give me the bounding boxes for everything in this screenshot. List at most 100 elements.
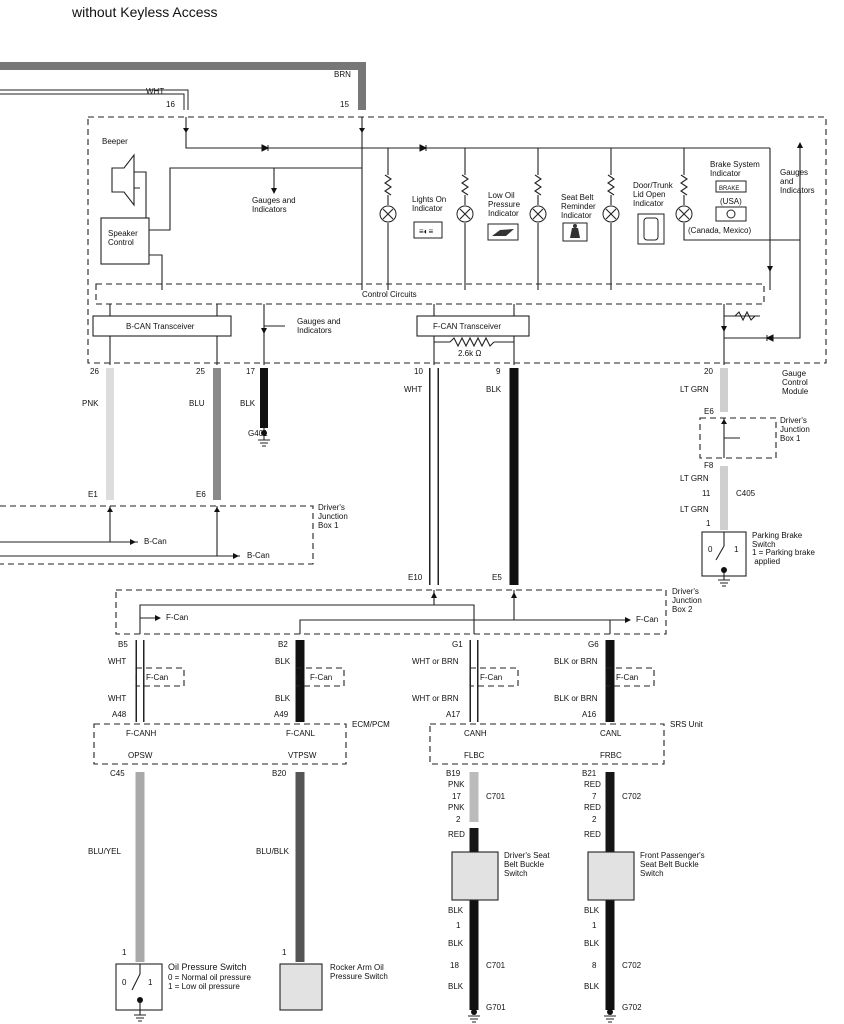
branch-b5-wire2: WHT	[108, 694, 126, 703]
module-pins: 26 25 17 10 9 20 PNK BLU BLK WHT BLK LT …	[82, 367, 713, 438]
srs-flbc: FLBC	[464, 751, 485, 760]
pin-g1: G1	[452, 640, 463, 649]
branch-b5-wire1: WHT	[108, 657, 126, 666]
brake-icon	[715, 206, 747, 222]
wire-label-pnk: PNK	[82, 399, 99, 408]
ecm-fcanh: F-CANH	[126, 729, 156, 738]
driver-pin-17: 17	[452, 792, 461, 801]
pin-b19: B19	[446, 769, 461, 778]
pin-16: 16	[166, 100, 175, 109]
driver-pin-1: 1	[456, 921, 461, 930]
srs-unit: SRS Unit CANH CANL FLBC FRBC	[429, 720, 704, 765]
driver-wire-red: RED	[448, 830, 465, 839]
pin-e1: E1	[88, 490, 98, 499]
wire-label-ltgrn-2: LT GRN	[680, 505, 709, 514]
pin-b2: B2	[278, 640, 288, 649]
top-wires: WHT 16 BRN 15	[0, 62, 366, 110]
driver-connector-c701-2: C701	[486, 961, 506, 970]
pass-pin-1: 1	[592, 921, 597, 930]
driver-seat-belt-switch	[451, 851, 499, 901]
pass-pin-8: 8	[592, 961, 597, 970]
pass-connector-c702-2: C702	[622, 961, 642, 970]
pass-pin-7: 7	[592, 792, 597, 801]
branch-b5-fcan: F-Can	[146, 673, 168, 682]
canada-mexico-label: (Canada, Mexico)	[688, 226, 751, 235]
driver-pin-18: 18	[450, 961, 459, 970]
pin-b21: B21	[582, 769, 597, 778]
wire-label-blublk: BLU/BLK	[256, 847, 290, 856]
driver-connector-c701: C701	[486, 792, 506, 801]
pin-b5: B5	[118, 640, 128, 649]
srs-canl: CANL	[600, 729, 622, 738]
oil-p1: 1	[148, 978, 153, 987]
bcan-label-2: B-Can	[247, 551, 270, 560]
ecm-pcm: ECM/PCM F-CANH F-CANL OPSW VTPSW C45 B20	[93, 720, 390, 778]
pin-25: 25	[196, 367, 205, 376]
pin-1-parking: 1	[706, 519, 711, 528]
branch-b2-fcan: F-Can	[310, 673, 332, 682]
pin-1-oil: 1	[122, 948, 127, 957]
wire-label-blk-17: BLK	[240, 399, 256, 408]
pin-c45: C45	[110, 769, 125, 778]
pin-e5: E5	[492, 573, 502, 582]
pin-1-rocker: 1	[282, 948, 287, 957]
ecm-opsw: OPSW	[128, 751, 153, 760]
pin-e6-left: E6	[196, 490, 206, 499]
wire-label-brn-top: BRN	[334, 70, 351, 79]
pin-17: 17	[246, 367, 255, 376]
srs-canh: CANH	[464, 729, 487, 738]
pass-seat-belt-switch	[587, 851, 635, 901]
branch-g6-fcan: F-Can	[616, 673, 638, 682]
branch-g1-fcan: F-Can	[480, 673, 502, 682]
fcan-left-label: F-Can	[166, 613, 188, 622]
pin-b20: B20	[272, 769, 287, 778]
wire-label-ltgrn-20: LT GRN	[680, 385, 709, 394]
wire-label-wht-top: WHT	[146, 87, 164, 96]
bcan-label: B-CAN Transceiver	[126, 322, 195, 331]
driver-wire-blk-3: BLK	[448, 982, 464, 991]
branch-wires: B5 WHT F-Can WHT A48 B2 BLK F-Can BLK A4…	[108, 640, 655, 722]
bcan-transceiver	[92, 315, 232, 337]
wire-label-blu: BLU	[189, 399, 205, 408]
parking-p1: 1	[734, 545, 739, 554]
branch-g6-wire1: BLK or BRN	[554, 657, 598, 666]
driver-wire-pnk-2: PNK	[448, 803, 465, 812]
srs-frbc: FRBC	[600, 751, 622, 760]
pass-wire-red-1: RED	[584, 780, 601, 789]
passenger-seat-circuit: B21 RED 7 C702 RED 2 RED Front Passenger…	[582, 769, 705, 1023]
branch-g6-wire2: BLK or BRN	[554, 694, 598, 703]
pin-9: 9	[496, 367, 501, 376]
fcan-transceiver	[416, 315, 530, 337]
pin-g6: G6	[588, 640, 599, 649]
pass-wire-blk-3: BLK	[584, 982, 600, 991]
ground-g701-label: G701	[486, 1003, 506, 1012]
bcan-label-1: B-Can	[144, 537, 167, 546]
pass-pin-2: 2	[592, 815, 597, 824]
branch-b2-wire1: BLK	[275, 657, 291, 666]
parking-brake-legend: 1 = Parking brake applied	[752, 548, 815, 566]
lights-on-icon	[413, 221, 443, 239]
pass-wire-blk-1: BLK	[584, 906, 600, 915]
oil-p0: 0	[122, 978, 127, 987]
ecm-vtpsw: VTPSW	[288, 751, 317, 760]
pin-a16: A16	[582, 710, 597, 719]
pass-wire-red-3: RED	[584, 830, 601, 839]
ecm-label: ECM/PCM	[352, 720, 390, 729]
control-circuits-box	[95, 283, 765, 305]
ground-g702-label: G702	[622, 1003, 642, 1012]
